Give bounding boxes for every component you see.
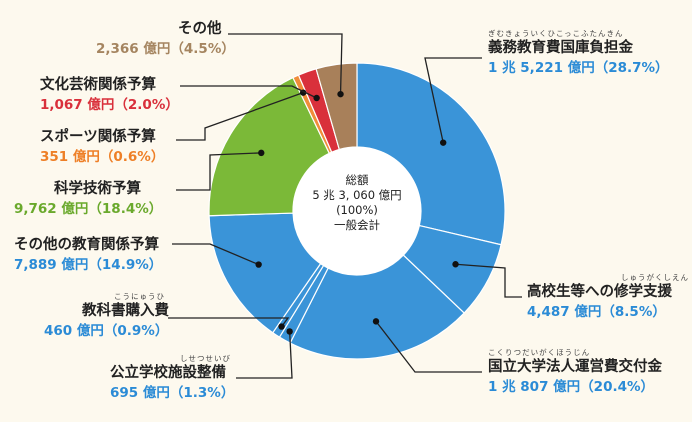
label-other-education: その他の教育関係予算 7,889 億円（14.9%） [14, 237, 163, 273]
slice-value: 7,889 億円（14.9%） [14, 256, 163, 273]
center-subtitle: 一般会計 [334, 218, 380, 232]
center-circle [293, 147, 421, 275]
ruby-text: ぎむきょういくひこっこふたんきん [488, 29, 624, 38]
slice-name: 文化芸術関係予算 [40, 77, 156, 93]
ruby-text: こうにゅうひ [114, 292, 165, 301]
label-high-school-support: しゅうがくしえん高校生等への修学支援 4,487 億円（8.5%） [527, 273, 688, 320]
leader-line [180, 85, 317, 99]
label-school-facilities: しせつせいび公立学校施設整備 695 億円（1.3%） [110, 354, 235, 401]
leader-dot [313, 94, 320, 102]
slice-name: その他の教育関係予算 [14, 237, 159, 253]
ruby-text: しゅうがくしえん [621, 273, 689, 282]
leader-line [176, 152, 262, 191]
slice-name: 教科書購入費 [82, 303, 169, 319]
slice-value: 2,366 億円（4.5%） [96, 40, 235, 57]
center-percent: (100%) [336, 203, 378, 217]
ruby-text: こくりつだいがくほうじん [488, 348, 591, 357]
slice-value: 9,762 億円（18.4%） [14, 200, 163, 217]
label-sports: スポーツ関係予算 351 億円（0.6%） [40, 129, 165, 165]
slice-name: 公立学校施設整備 [110, 365, 226, 381]
leader-dot [337, 90, 344, 98]
leader-line [176, 92, 304, 141]
leader-line [228, 33, 343, 95]
center-total-label: 総額 5 兆 3, 060 億円 (100%) 一般会計 [296, 173, 418, 233]
center-title: 総額 [345, 173, 369, 187]
slice-name: 国立大学法人運営費交付金 [488, 359, 662, 375]
leader-line [424, 57, 482, 143]
slice-value: 351 億円（0.6%） [40, 148, 165, 165]
leader-dot [439, 139, 447, 146]
slice-name: 義務教育費国庫負担金 [488, 40, 633, 56]
leader-line [172, 243, 259, 266]
leader-dot [452, 261, 459, 268]
slice-value: 1,067 億円（2.0%） [40, 96, 179, 113]
center-total: 5 兆 3, 060 億円 [312, 188, 402, 202]
leader-dot [258, 149, 265, 157]
leader-line [168, 317, 290, 327]
label-culture-arts: 文化芸術関係予算 1,067 億円（2.0%） [40, 77, 179, 113]
slice-name: スポーツ関係予算 [40, 129, 156, 145]
ruby-text: しせつせいび [180, 354, 231, 363]
leader-dot [278, 323, 285, 330]
slice-value: 1 兆 5,221 億円（28.7%） [488, 59, 669, 76]
slice-name: 科学技術予算 [54, 181, 141, 197]
label-textbook: こうにゅうひ教科書購入費 460 億円（0.9%） [44, 292, 169, 339]
slice-value: 4,487 億円（8.5%） [527, 303, 666, 320]
slice-value: 460 億円（0.9%） [44, 322, 169, 339]
leader-line [236, 331, 293, 379]
slice-name: その他 [178, 21, 222, 37]
slice-value: 1 兆 807 億円（20.4%） [488, 378, 655, 395]
slice-value: 695 億円（1.3%） [110, 384, 235, 401]
leader-dot [372, 318, 380, 325]
label-science-technology: 科学技術予算 9,762 億円（18.4%） [14, 181, 163, 217]
label-national-university: こくりつだいがくほうじん国立大学法人運営費交付金 1 兆 807 億円（20.4… [488, 348, 662, 395]
leader-dot [255, 261, 262, 268]
label-compulsory-education: ぎむきょういくひこっこふたんきん義務教育費国庫負担金 1 兆 5,221 億円（… [488, 29, 669, 76]
slice-name: 高校生等への修学支援 [527, 284, 672, 300]
leader-line [455, 263, 522, 298]
leader-line [375, 320, 482, 373]
leader-dot [286, 328, 293, 335]
label-other: その他 2,366 億円（4.5%） [60, 21, 240, 57]
